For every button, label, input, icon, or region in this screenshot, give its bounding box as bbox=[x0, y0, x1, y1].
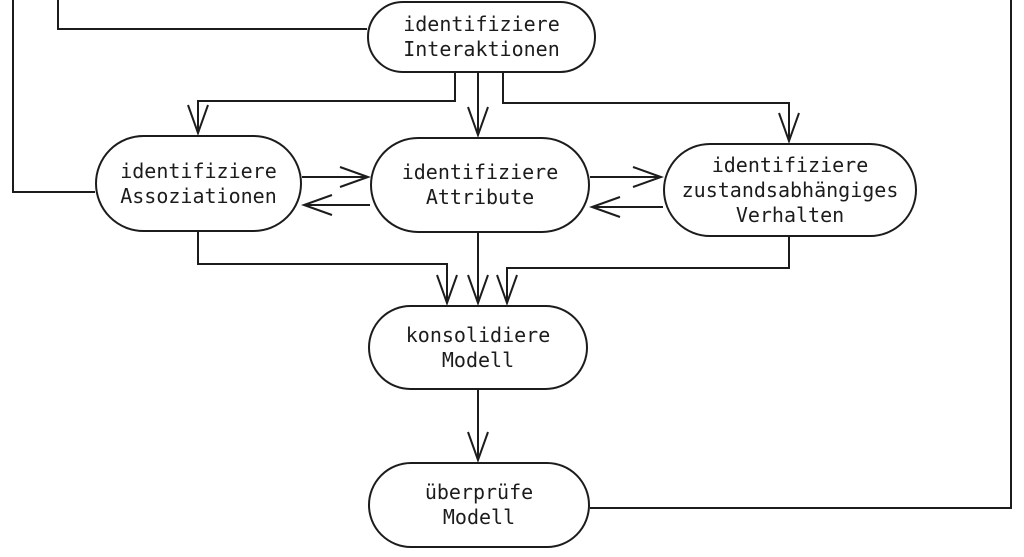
node-label-line: Interaktionen bbox=[403, 37, 560, 61]
edge-interaktionen-to-assoziationen bbox=[187, 73, 456, 136]
node-label-line: identifiziere bbox=[403, 12, 560, 36]
node-label-line: Assoziationen bbox=[120, 183, 277, 208]
edge-feedback-left-inner-to-interaktionen bbox=[57, 0, 367, 30]
edge-ueberpruefe-feedback-right bbox=[590, 0, 1012, 509]
node-label-line: identifiziere bbox=[711, 152, 869, 177]
node-label-line: Modell bbox=[441, 347, 515, 372]
node-label-line: überprüfe bbox=[424, 480, 534, 504]
edge-interaktionen-to-verhalten bbox=[502, 73, 800, 144]
node-label-line: zustandsabhängiges bbox=[681, 177, 899, 202]
node-label-line: konsolidiere bbox=[405, 322, 551, 347]
edge-assoziationen-to-konsolidiere bbox=[197, 232, 458, 306]
node-label-line: Modell bbox=[442, 505, 516, 529]
node-label-line: Verhalten bbox=[735, 202, 845, 227]
edge-verhalten-to-konsolidiere bbox=[496, 237, 790, 306]
node-label-line: Attribute bbox=[425, 185, 535, 209]
edge-feedback-left-outer-to-assoziationen bbox=[12, 0, 95, 193]
node-label-line: identifiziere bbox=[120, 158, 277, 183]
node-label-line: identifiziere bbox=[401, 160, 559, 184]
